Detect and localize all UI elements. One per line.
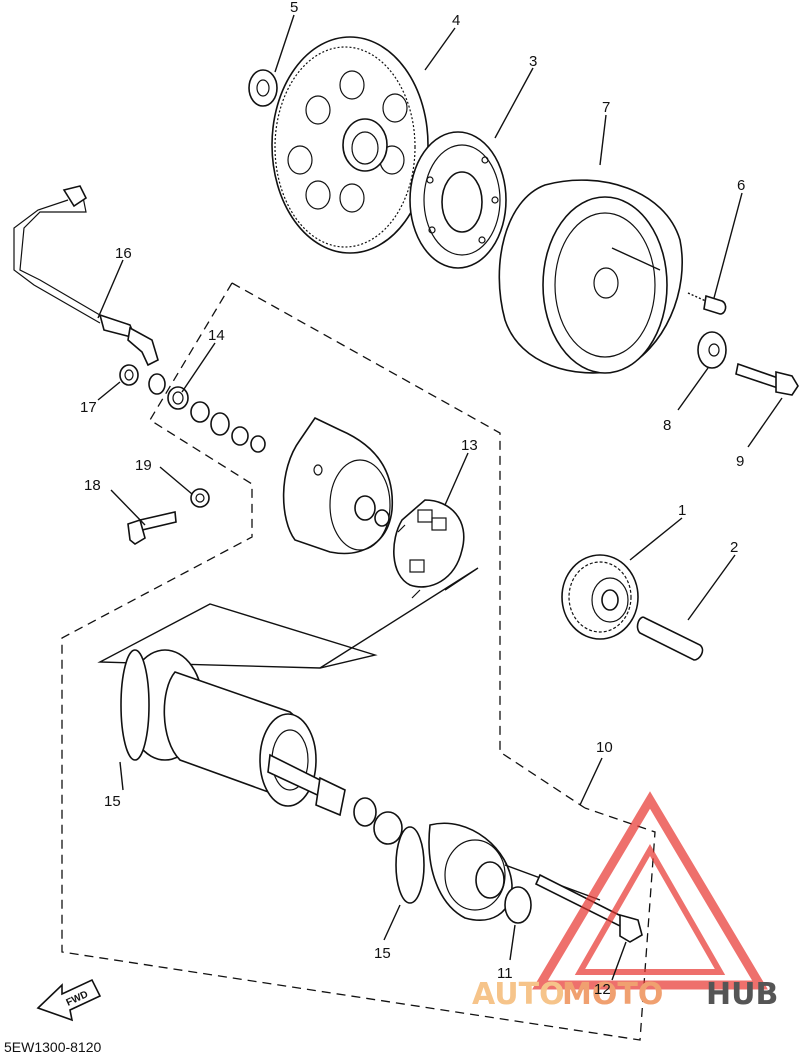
part-13-brush-holder [393,499,465,599]
part-15-o-ring-rear [120,649,150,761]
watermark-moto: MOTO [562,977,663,1012]
part-18-bolt [127,511,177,545]
part-17-nut [119,364,139,386]
callout-15-rear: 15 [104,793,121,810]
callout-7: 7 [602,99,610,116]
part-3-one-way-clutch [409,131,507,269]
part-7-rotor [498,179,683,374]
part-2-shaft [636,616,704,661]
part-12-through-bolt [534,873,643,943]
part-1-idle-gear [561,554,639,640]
fwd-direction-arrow: FWD [36,978,102,1022]
watermark-text: AUTO MOTO HUB [472,977,778,1012]
assembly-boundary-upper [61,282,656,1041]
callout-8: 8 [663,417,671,434]
callout-labels: 5 4 3 7 6 16 14 17 8 9 13 19 18 1 2 10 1… [80,0,745,998]
callout-2: 2 [730,539,738,556]
callout-9: 9 [736,453,744,470]
part-14-washer-set [148,373,266,453]
callout-1: 1 [678,502,686,519]
diagram-code: 5EW1300-8120 [4,1039,102,1055]
callout-18: 18 [84,477,101,494]
callout-3: 3 [529,53,537,70]
part-6-bolt [687,292,727,315]
part-11-o-ring [504,886,532,924]
leader-lines [97,14,783,981]
washers-front [353,797,403,845]
starter-motor-yoke [126,649,346,817]
callout-12: 12 [594,981,611,998]
part-19-o-ring [190,488,210,508]
part-8-washer [697,331,727,369]
callout-4: 4 [452,12,460,29]
part-4-starter-wheel-gear [271,36,429,254]
part-16-lead-wire [13,185,159,367]
callout-16: 16 [115,245,132,262]
watermark-auto: AUTO [472,977,565,1012]
part-15-o-ring-front [395,826,425,904]
callout-5: 5 [290,0,298,16]
callout-13: 13 [461,437,478,454]
starter-end-cover [282,416,394,555]
callout-11: 11 [497,965,513,982]
part-9-bolt [735,362,799,396]
callout-6: 6 [737,177,745,194]
part-5-washer [248,69,278,107]
callout-19: 19 [135,457,152,474]
assembly-boundary-inner [97,567,479,669]
callout-10: 10 [596,739,613,756]
watermark-hub: HUB [706,977,778,1012]
callout-17: 17 [80,399,97,416]
watermark-logo [532,791,768,990]
starter-front-cover [428,822,601,921]
callout-14: 14 [208,327,225,344]
callout-15-front: 15 [374,945,391,962]
